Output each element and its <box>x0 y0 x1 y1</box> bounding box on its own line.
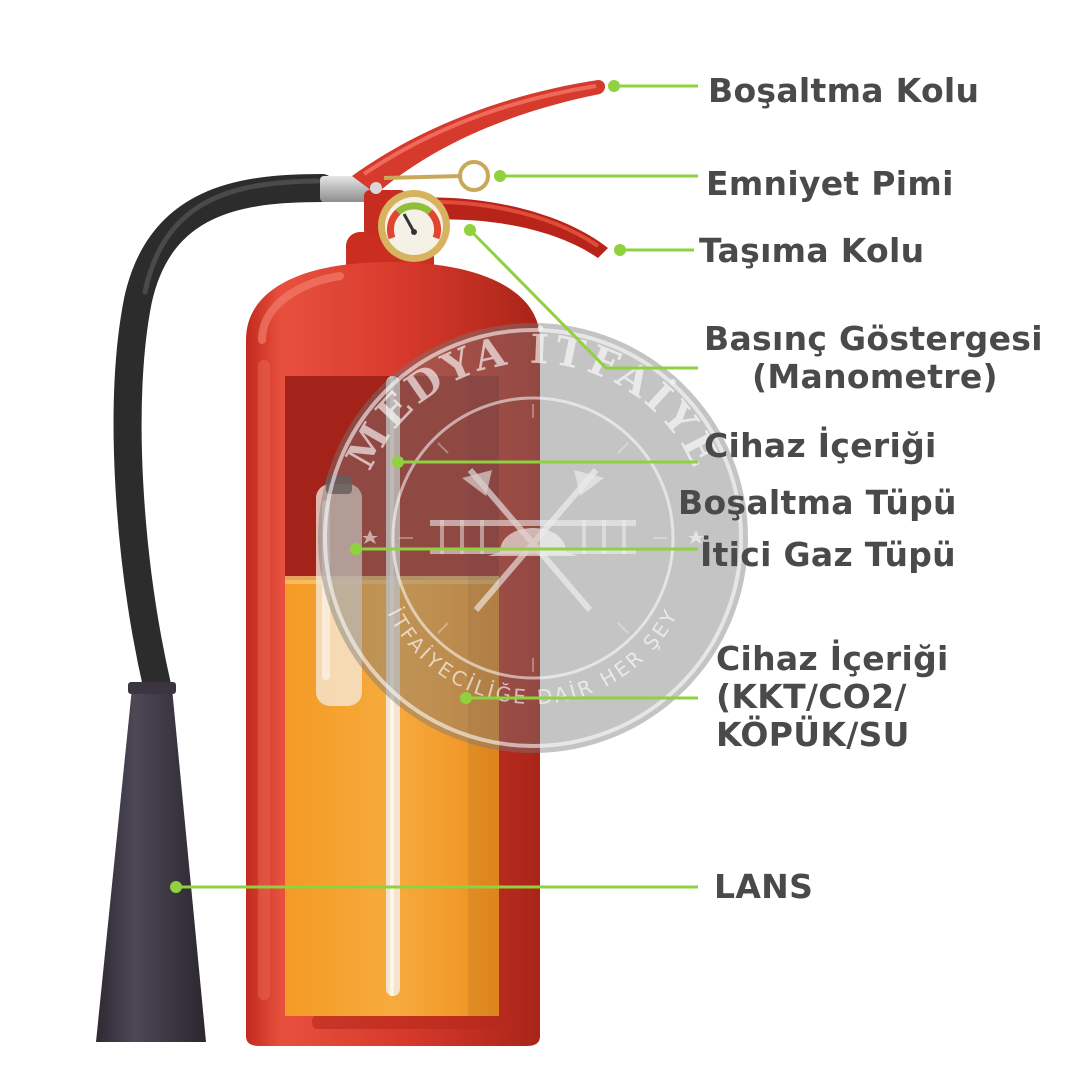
label-bosaltma-tupu: Boşaltma Tüpü <box>678 483 957 522</box>
label-basinc-gostergesi: Basınç Göstergesi (Manometre) <box>704 320 1043 396</box>
label-basinc-line2: (Manometre) <box>752 356 998 396</box>
leader-dots <box>170 80 626 893</box>
watermark-seal: MEDYA İTFAİYE İTFAİYECİLİĞE DAİR HER ŞEY <box>318 323 748 753</box>
label-bosaltma-kolu: Boşaltma Kolu <box>708 71 980 110</box>
label-cihaz-icerigi-1: Cihaz İçeriği <box>704 426 937 465</box>
label-cihaz-icerigi-2: Cihaz İçeriği (KKT/CO2/ KÖPÜK/SU <box>716 640 949 754</box>
label-cihaz-icerigi-2-line2: (KKT/CO2/ <box>716 676 907 716</box>
label-cihaz-icerigi-2-line3: KÖPÜK/SU <box>716 714 910 754</box>
label-cihaz-icerigi-2-line1: Cihaz İçeriği <box>716 639 949 678</box>
lans-nozzle <box>96 688 206 1042</box>
leader-lines <box>176 84 698 889</box>
label-lans: LANS <box>714 867 814 906</box>
safety-pin-ring <box>458 160 490 192</box>
label-basinc-line1: Basınç Göstergesi <box>704 319 1043 358</box>
hose <box>113 174 336 704</box>
label-itici-gaz-tupu: İtici Gaz Tüpü <box>700 535 956 574</box>
label-tasima-kolu: Taşıma Kolu <box>699 231 925 270</box>
label-emniyet-pimi: Emniyet Pimi <box>706 164 954 203</box>
